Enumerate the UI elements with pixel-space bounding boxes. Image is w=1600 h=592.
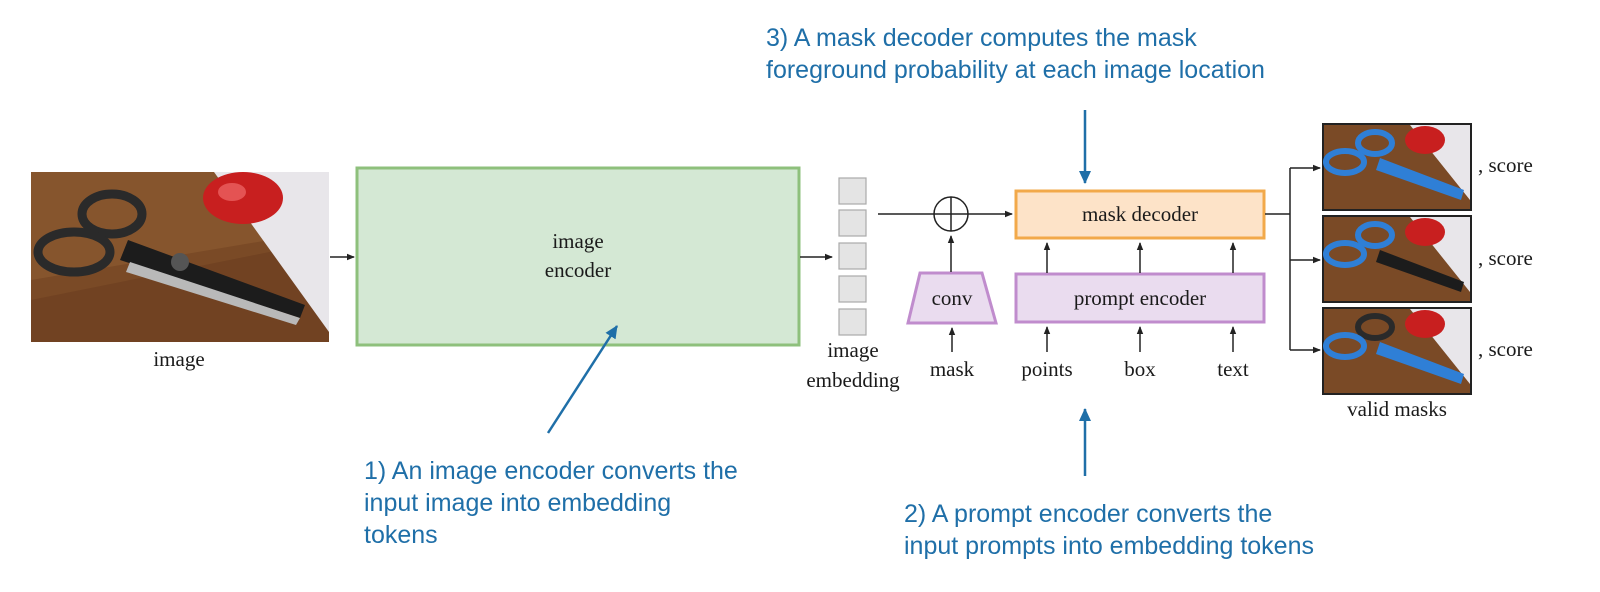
mask-decoder-label: mask decoder [1082, 202, 1198, 226]
embedding-token [838, 242, 867, 270]
image-encoder-note-line3: tokens [364, 521, 438, 549]
embedding-token [838, 275, 867, 303]
image-encoder-label-line1: image [552, 229, 603, 253]
annotation-arrow-image-encoder [546, 325, 619, 434]
prompt-encoder-note-line1: 2) A prompt encoder converts the [904, 500, 1272, 528]
prompt-encoder-label: prompt encoder [1074, 286, 1206, 310]
conv-block [906, 271, 998, 325]
mask-decoder-note-line2: foreground probability at each image loc… [766, 56, 1265, 84]
image-encoder-note-line2: input image into embedding [364, 489, 671, 517]
prompt-input-text: text [1217, 357, 1249, 381]
embedding-token [838, 177, 867, 205]
output-score-label-3: , score [1478, 337, 1533, 361]
input-image-label: image [153, 347, 204, 371]
mask-decoder-box [1014, 189, 1266, 240]
embedding-token [838, 308, 867, 336]
conv-label: conv [932, 286, 973, 310]
embedding-token [838, 209, 867, 237]
prompt-input-points: points [1021, 357, 1072, 381]
input-image-photo [31, 172, 329, 342]
image-encoder-note-line1: 1) An image encoder converts the [364, 457, 738, 485]
embedding-label-line1: image [827, 338, 878, 362]
mask-decoder-note-line1: 3) A mask decoder computes the mask [766, 24, 1197, 52]
output-mask-1 [1322, 123, 1472, 211]
embedding-label-line2: embedding [806, 368, 900, 392]
image-encoder-box [355, 166, 801, 347]
output-score-label-1: , score [1478, 153, 1533, 177]
image-embedding-tokens [838, 177, 867, 336]
output-mask-3 [1322, 307, 1472, 395]
output-mask-2 [1322, 215, 1472, 303]
prompt-encoder-note-line2: input prompts into embedding tokens [904, 532, 1314, 560]
prompt-input-box: box [1124, 357, 1156, 381]
valid-masks-label: valid masks [1347, 397, 1447, 421]
mask-input-label: mask [930, 357, 975, 381]
output-score-label-2: , score [1478, 246, 1533, 270]
prompt-encoder-box [1014, 272, 1266, 324]
image-encoder-label-line2: encoder [545, 258, 611, 282]
output-branch-lines [1265, 164, 1321, 354]
